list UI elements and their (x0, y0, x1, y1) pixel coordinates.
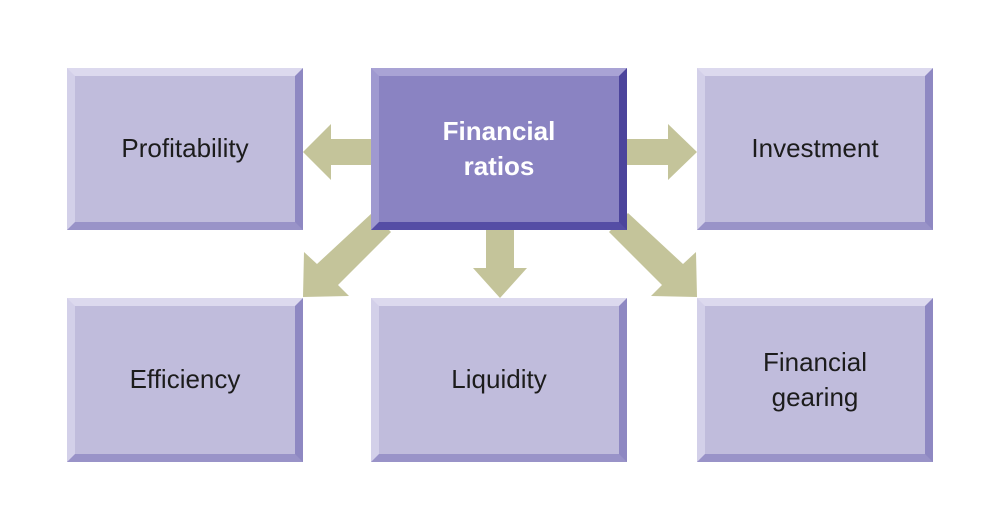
node-financial-ratios: Financial ratios (371, 68, 627, 230)
node-label: Efficiency (129, 364, 241, 395)
node-label: Investment (751, 133, 879, 164)
arrow-to-investment (627, 124, 697, 180)
node-label: Profitability (121, 133, 249, 164)
node-efficiency: Efficiency (67, 298, 303, 462)
node-financial-gearing: Financial gearing (697, 298, 933, 462)
center-label: Financial ratios (442, 115, 556, 181)
arrow-to-efficiency (303, 213, 391, 297)
arrow-to-liquidity (473, 230, 527, 298)
node-label: Financial gearing (762, 346, 868, 412)
node-label: Liquidity (451, 364, 547, 395)
node-investment: Investment (697, 68, 933, 230)
arrow-to-profitability (303, 124, 371, 180)
node-liquidity: Liquidity (371, 298, 627, 462)
arrow-to-financial-gearing (609, 213, 697, 297)
node-profitability: Profitability (67, 68, 303, 230)
